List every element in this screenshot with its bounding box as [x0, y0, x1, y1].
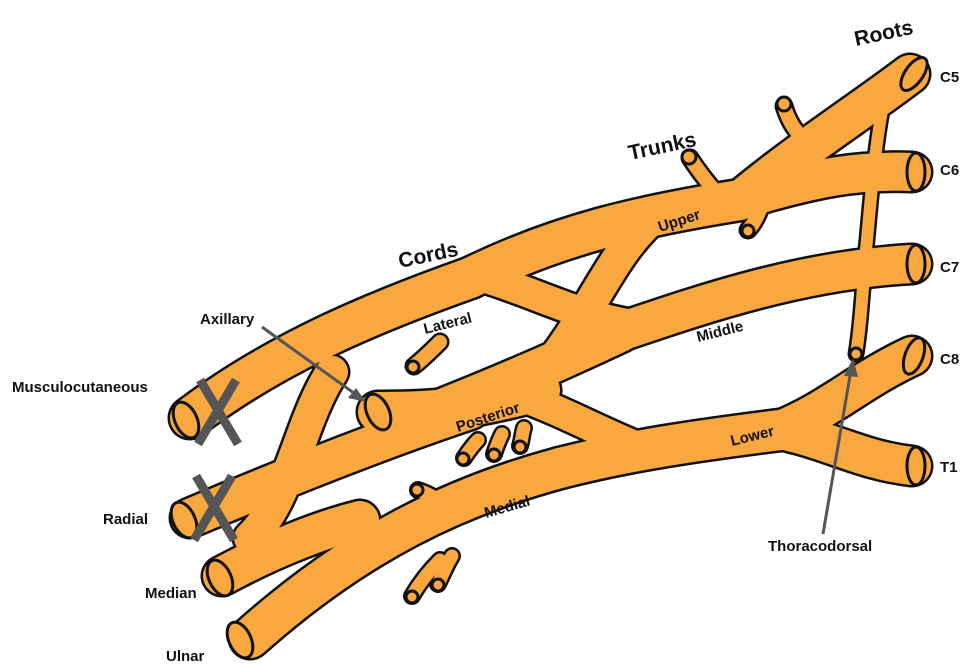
- root-label-c8: C8: [940, 351, 959, 368]
- small-end-8: [411, 484, 423, 496]
- root-c6: [740, 172, 912, 200]
- small-end-7: [514, 441, 526, 453]
- small-end-5: [457, 453, 469, 465]
- branch-label-ulnar: Ulnar: [166, 648, 205, 664]
- c6-end: [907, 153, 925, 191]
- small-end-6: [488, 449, 500, 461]
- roots-heading: Roots: [852, 16, 915, 51]
- small-end-10: [432, 579, 444, 591]
- small-end-9: [406, 591, 418, 603]
- branch-label-thoracodorsal: Thoracodorsal: [768, 538, 872, 555]
- root-label-c6: C6: [940, 162, 959, 179]
- t1-end: [907, 447, 925, 485]
- branch-label-axillary: Axillary: [200, 311, 255, 328]
- root-label-c5: C5: [940, 69, 959, 86]
- branch-label-radial: Radial: [103, 511, 148, 528]
- c7-end: [907, 245, 925, 283]
- small-end-4: [407, 361, 419, 373]
- thoracodorsal-end: [850, 348, 862, 360]
- branch-label-median: Median: [145, 585, 197, 602]
- branch-label-musculocutaneous: Musculocutaneous: [12, 379, 148, 396]
- root-t1: [780, 430, 912, 466]
- root-label-c7: C7: [940, 259, 959, 276]
- root-label-t1: T1: [940, 459, 958, 476]
- small-end-3: [742, 225, 754, 237]
- small-end-1: [777, 97, 791, 111]
